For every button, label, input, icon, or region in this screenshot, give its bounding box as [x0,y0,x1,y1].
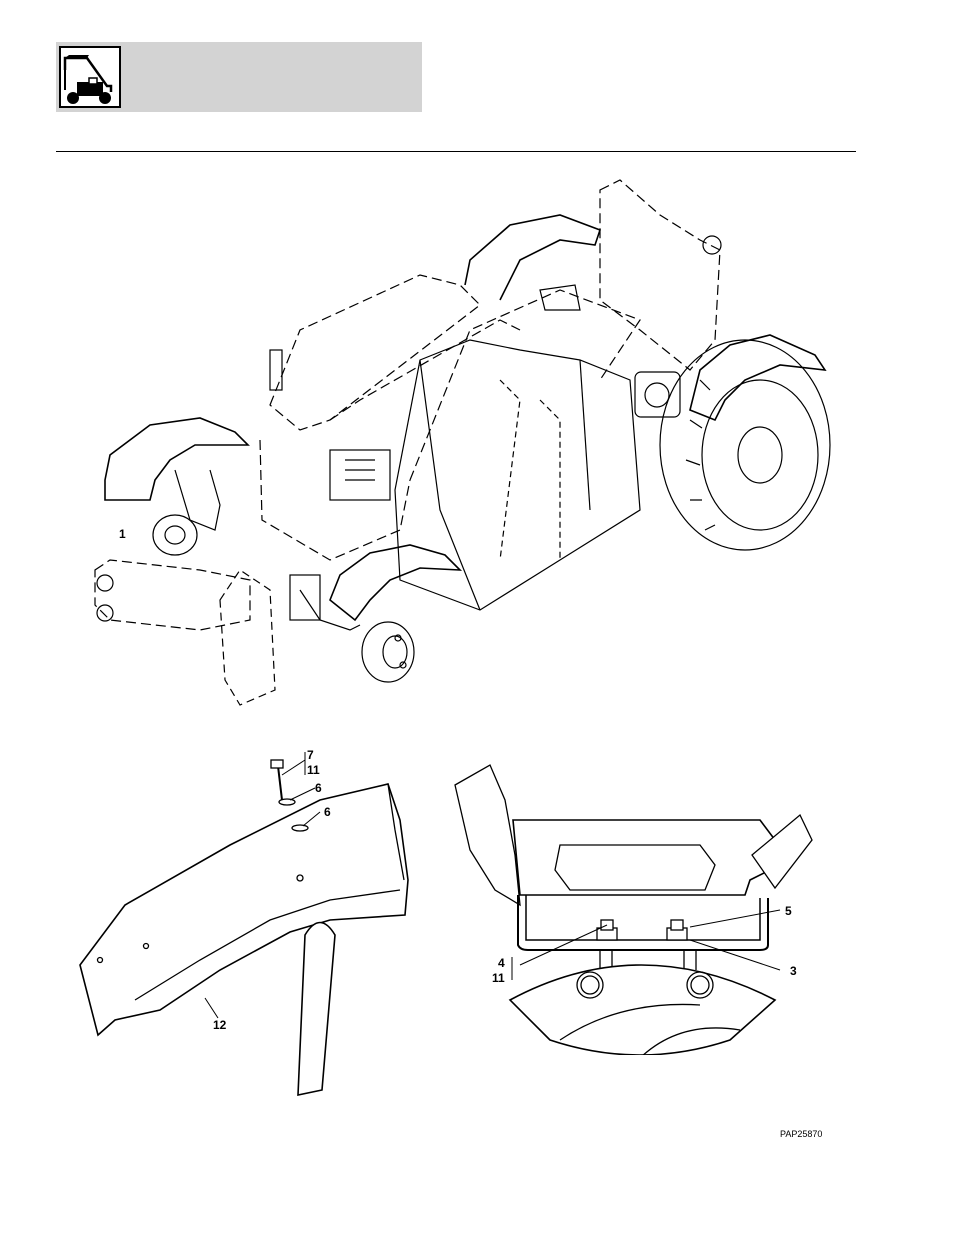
callout-4: 4 [498,957,505,969]
figure-code: PAP25870 [780,1129,822,1139]
fender-detail-illustration [60,740,440,1110]
callout-6-upper: 6 [315,782,322,794]
callout-3: 3 [790,965,797,977]
machine-overview-illustration [0,160,954,720]
bracket-detail-illustration [450,755,830,1055]
callout-5: 5 [785,905,792,917]
callout-11-bottom: 11 [492,972,505,984]
callout-7: 7 [307,749,314,761]
callout-11-top: 11 [307,764,320,776]
telehandler-machine-icon [59,46,121,108]
callout-12: 12 [213,1019,226,1031]
callout-6-lower: 6 [324,806,331,818]
callout-1: 1 [119,528,126,540]
header-rule [56,151,856,152]
